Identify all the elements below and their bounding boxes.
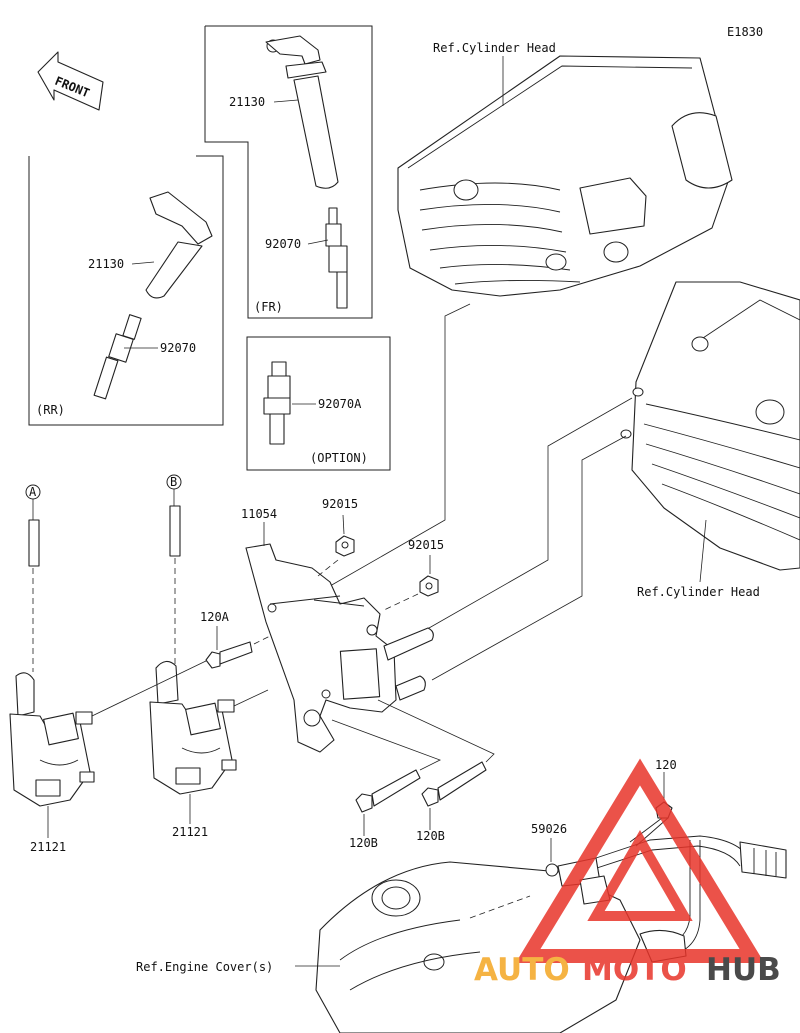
ignition-coil-left bbox=[9, 672, 95, 807]
watermark-triangle-icon bbox=[515, 758, 765, 963]
ref-cylinder-head-right: Ref.Cylinder Head bbox=[637, 585, 760, 599]
bolt-120b-right bbox=[421, 761, 487, 807]
label-92070-fr: 92070 bbox=[265, 237, 301, 251]
nut-92015-upper bbox=[335, 535, 355, 557]
svg-text:B: B bbox=[170, 475, 177, 489]
ref-cylinder-head-top: Ref.Cylinder Head bbox=[433, 41, 556, 55]
marker-b: B bbox=[166, 474, 182, 490]
diagram-code: E1830 bbox=[727, 25, 763, 39]
box-fr bbox=[204, 25, 373, 319]
label-21130-rr: 21130 bbox=[88, 257, 124, 271]
svg-text:A: A bbox=[29, 485, 37, 499]
leader-ref-head-right bbox=[699, 519, 707, 583]
spark-plug-fr bbox=[325, 207, 348, 309]
leader-coil-right-bracket bbox=[233, 689, 269, 707]
leader-bracket-head-top bbox=[329, 303, 471, 587]
spark-plug-rr bbox=[93, 314, 142, 400]
nut-92015-lower bbox=[419, 575, 439, 597]
leader-nut-head-right-b bbox=[431, 435, 627, 681]
bracket-11054 bbox=[245, 543, 434, 753]
marker-a: A bbox=[25, 484, 41, 500]
label-59026: 59026 bbox=[531, 822, 567, 836]
label-120b-left: 120B bbox=[349, 836, 378, 850]
leader-coil-left-bracket bbox=[91, 659, 209, 717]
box-rr-label: (RR) bbox=[36, 403, 65, 417]
label-21130-fr: 21130 bbox=[229, 95, 265, 109]
cylinder-head-top bbox=[397, 55, 733, 297]
watermark-moto: MOTO bbox=[582, 952, 687, 988]
bolt-120a bbox=[205, 641, 253, 669]
label-92070a: 92070A bbox=[318, 397, 362, 411]
ignition-cap-fr bbox=[265, 35, 339, 189]
label-92015-lower: 92015 bbox=[408, 538, 444, 552]
spark-plug-option bbox=[263, 361, 291, 445]
leader-bolt-120b-right bbox=[377, 699, 495, 763]
label-92070-rr: 92070 bbox=[160, 341, 196, 355]
bolt-120b-left bbox=[355, 769, 421, 813]
leader-bolt-120b-left bbox=[331, 719, 442, 771]
box-fr-label: (FR) bbox=[254, 300, 283, 314]
ignition-coil-right bbox=[149, 660, 237, 795]
automotohub-watermark: AUTO MOTO HUB bbox=[474, 758, 781, 988]
ignition-cap-rr bbox=[145, 191, 213, 299]
label-92015-upper: 92015 bbox=[322, 497, 358, 511]
label-120a: 120A bbox=[200, 610, 230, 624]
label-11054: 11054 bbox=[241, 507, 277, 521]
label-120b-right: 120B bbox=[416, 829, 445, 843]
watermark-auto: AUTO bbox=[474, 952, 570, 988]
label-21121-left: 21121 bbox=[30, 840, 66, 854]
box-option bbox=[246, 336, 391, 471]
cylinder-head-right bbox=[620, 281, 800, 571]
ref-engine-cover: Ref.Engine Cover(s) bbox=[136, 960, 273, 974]
box-rr bbox=[28, 155, 224, 426]
watermark-hub: HUB bbox=[706, 952, 781, 988]
front-arrow-icon: FRONT bbox=[37, 51, 104, 111]
box-option-label: (OPTION) bbox=[310, 451, 368, 465]
label-21121-right: 21121 bbox=[172, 825, 208, 839]
leader-nut-head-right-a bbox=[421, 397, 633, 633]
label-120: 120 bbox=[655, 758, 677, 772]
